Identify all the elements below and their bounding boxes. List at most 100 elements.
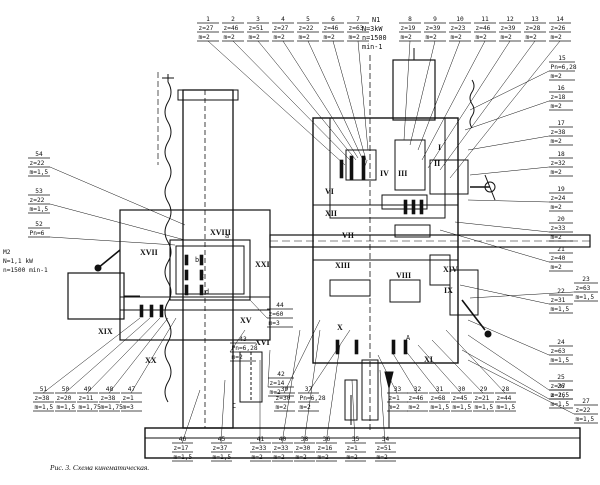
callout-value: z=37 xyxy=(551,383,566,390)
shaft-label-II: II xyxy=(434,159,440,168)
callout-value: z=26 xyxy=(551,25,566,32)
callout-number: 10 xyxy=(456,16,464,23)
leader-line xyxy=(467,319,550,356)
leader-line xyxy=(467,334,550,391)
leader-line xyxy=(431,339,484,394)
callout-13: 13z=28m=2 xyxy=(524,16,546,42)
callout-value: m=3 xyxy=(123,404,134,411)
callout-value: z=46 xyxy=(476,25,491,32)
callout-value: z=46 xyxy=(224,25,239,32)
callout-value: m=2 xyxy=(426,34,437,41)
callout-value: z=51 xyxy=(377,445,392,452)
main-motor-line-2: N=3kW xyxy=(362,25,383,33)
leader-line xyxy=(461,349,550,400)
callout-number: 21 xyxy=(557,246,565,253)
callout-29: 29z=21m=1,5 xyxy=(473,386,494,412)
main-motor-line-3: n=1500 xyxy=(362,34,387,42)
shaft-label-I: I xyxy=(438,143,441,152)
callout-22: 22z=31m=1,5 xyxy=(549,288,573,314)
callout-value: z=14 xyxy=(270,380,285,387)
callout-value: m=1,5 xyxy=(497,404,516,411)
callout-number: 9 xyxy=(433,16,437,23)
leader-line xyxy=(303,329,321,444)
callout-number: 50 xyxy=(62,386,70,393)
callout-value: m=1,5 xyxy=(551,306,570,313)
callout-value: z=38 xyxy=(551,129,566,136)
callout-value: m=2 xyxy=(551,264,562,271)
callout-value: z=27 xyxy=(199,25,214,32)
callout-value: m=2 xyxy=(347,454,358,461)
leader-line xyxy=(232,40,353,163)
callout-number: 49 xyxy=(84,386,92,393)
leader-line xyxy=(469,291,575,299)
callout-number: 24 xyxy=(557,339,565,346)
callout-number: 11 xyxy=(481,16,489,23)
callout-value: z=22 xyxy=(299,25,314,32)
callout-32: 32z=46m=2 xyxy=(407,386,428,412)
callout-value: m=2 xyxy=(526,34,537,41)
callout-value: z=30 xyxy=(276,395,291,402)
callout-value: z=60 xyxy=(269,311,284,318)
callout-number: 47 xyxy=(128,386,136,393)
leader-line xyxy=(49,203,186,241)
callout-value: m=1,5 xyxy=(453,404,472,411)
callout-45: 45z=37m=1,5 xyxy=(211,436,232,462)
callout-value: m=2 xyxy=(274,454,285,461)
callout-value: z=32 xyxy=(551,160,566,167)
callout-value: m=2 xyxy=(199,34,210,41)
callout-42: 42z=14m=2 xyxy=(268,371,294,397)
callout-number: 2 xyxy=(231,16,235,23)
leader-line xyxy=(307,40,363,159)
callout-19: 19z=24m=2 xyxy=(549,186,573,212)
callout-value: z=11 xyxy=(79,395,94,402)
leader-line xyxy=(439,229,550,263)
callout-number: 15 xyxy=(558,55,566,62)
shaft-label-XVII: XVII xyxy=(140,248,158,257)
callout-value: z=22 xyxy=(576,407,591,414)
shaft-label-VI: VI xyxy=(325,187,334,196)
callout-33: 33z=1m=2 xyxy=(387,386,408,412)
callout-value: z=39 xyxy=(501,25,516,32)
callout-value: m=2 xyxy=(551,34,562,41)
callout-27: 27z=22m=1,5 xyxy=(574,398,598,424)
callout-48: 48z=38m=1,75 xyxy=(99,386,123,412)
leader-line xyxy=(404,349,440,394)
letter-label-A: A xyxy=(406,334,410,342)
callout-53: 53z=22m=1,5 xyxy=(28,188,50,214)
shaft-label-VII: VII xyxy=(342,231,354,240)
callout-12: 12z=39m=2 xyxy=(499,16,521,42)
feed-motor-line-3: n=1500 min-1 xyxy=(3,267,48,274)
callout-number: 23 xyxy=(582,276,590,283)
leader-line xyxy=(409,40,436,146)
callout-value: z=1 xyxy=(123,395,134,402)
shaft-label-IV: IV xyxy=(380,169,389,178)
leader-line xyxy=(357,40,369,151)
shaft-label-X: X xyxy=(337,323,343,332)
leader-line xyxy=(421,40,486,161)
callout-value: z=33 xyxy=(274,445,289,452)
shaft-label-XII: XII xyxy=(325,209,337,218)
leader-line xyxy=(427,40,511,169)
callout-value: z=39 xyxy=(426,25,441,32)
callout-value: z=46 xyxy=(324,25,339,32)
callout-value: m=1,5 xyxy=(576,416,595,423)
callout-30: 30z=45m=1,5 xyxy=(451,386,472,412)
callout-number: 32 xyxy=(414,386,422,393)
callout-26: 26z=26m=1,5 xyxy=(549,383,573,409)
callout-value: m=2 xyxy=(551,234,562,241)
callout-value: z=23 xyxy=(451,25,466,32)
callout-18: 18z=32m=2 xyxy=(549,151,573,177)
leader-line xyxy=(267,349,271,388)
callout-50: 50z=20m=1,5 xyxy=(55,386,76,412)
callout-value: m=2 xyxy=(451,34,462,41)
leader-line xyxy=(307,329,351,394)
leader-line xyxy=(469,70,550,111)
callout-number: 16 xyxy=(557,85,565,92)
callout-34: 34z=51m=2 xyxy=(375,436,396,462)
callout-46: 46z=17m=1,5 xyxy=(172,436,193,462)
callout-number: 28 xyxy=(502,386,510,393)
main-motor-line-4: min-1 xyxy=(362,43,382,51)
